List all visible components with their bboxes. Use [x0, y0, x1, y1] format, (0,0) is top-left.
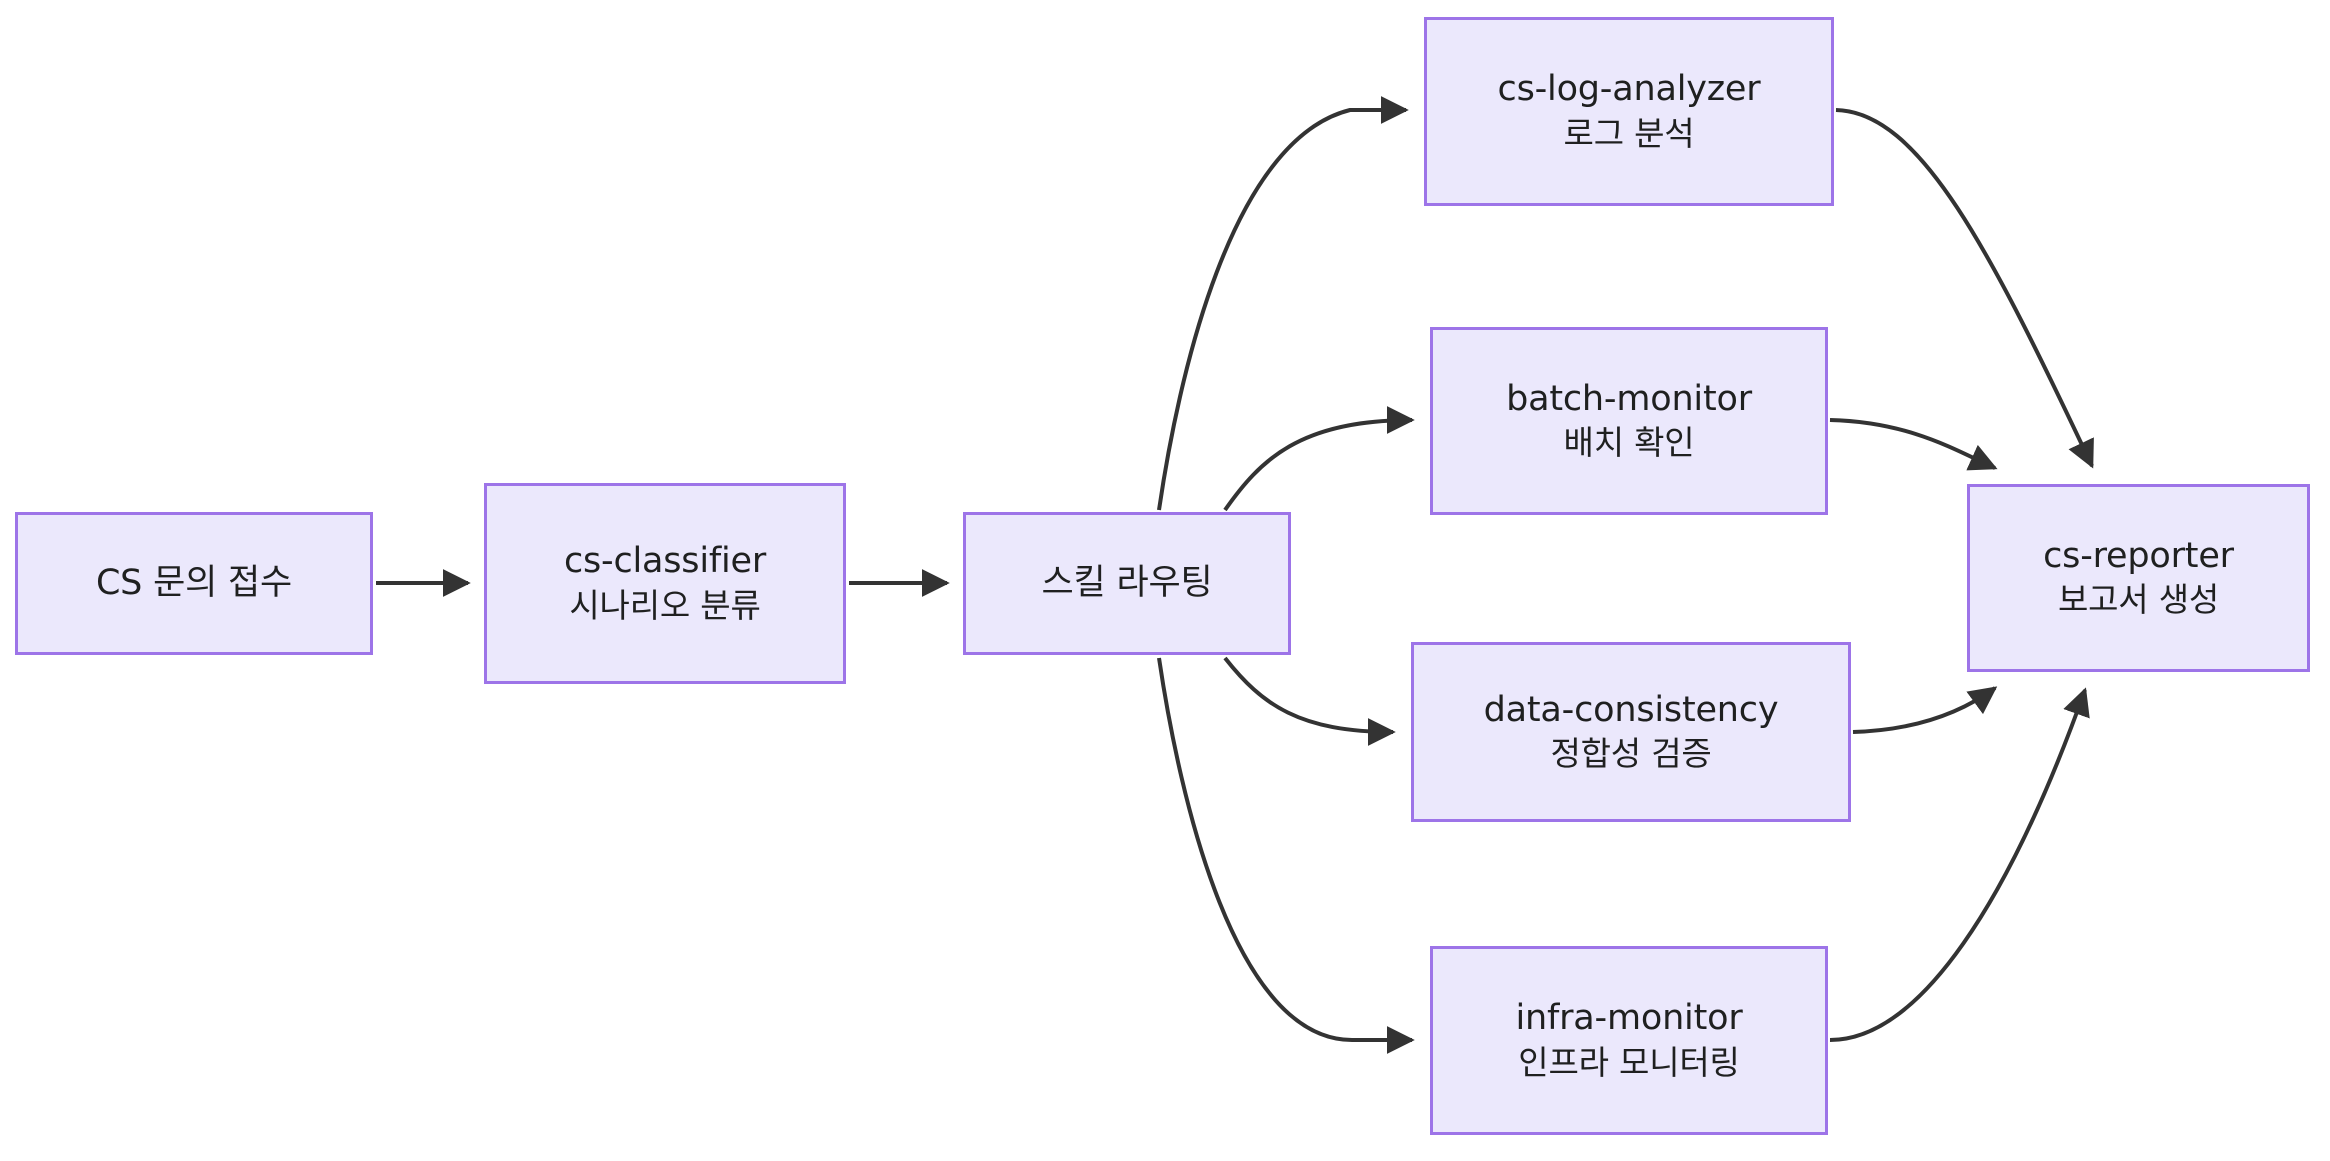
edge-router-to-log [1157, 96, 1409, 511]
node-infra-monitor[interactable]: infra-monitor 인프라 모니터링 [1430, 946, 1828, 1135]
node-cs-reporter-subtitle: 보고서 생성 [2057, 580, 2220, 620]
edge-infra-to-reporter [1829, 687, 2090, 1042]
edge-router-to-batch [1223, 406, 1415, 512]
node-cs-reporter-title: cs-reporter [2043, 535, 2234, 576]
node-cs-classifier-title: cs-classifier [563, 541, 767, 582]
edge-log-to-reporter [1835, 108, 2094, 469]
edge-data-to-reporter [1852, 686, 1998, 734]
node-cs-log-analyzer[interactable]: cs-log-analyzer 로그 분석 [1424, 17, 1834, 206]
node-batch-monitor-subtitle: 배치 확인 [1563, 423, 1695, 463]
edge-router-to-infra [1157, 657, 1415, 1054]
node-data-consistency[interactable]: data-consistency 정합성 검증 [1411, 642, 1851, 822]
node-cs-classifier-subtitle: 시나리오 분류 [569, 585, 761, 625]
node-cs-log-analyzer-subtitle: 로그 분석 [1563, 113, 1695, 153]
node-batch-monitor[interactable]: batch-monitor 배치 확인 [1430, 327, 1828, 515]
node-infra-monitor-title: infra-monitor [1515, 998, 1743, 1039]
node-data-consistency-subtitle: 정합성 검증 [1550, 734, 1712, 774]
edge-router-to-data [1223, 656, 1396, 746]
node-cs-classifier[interactable]: cs-classifier 시나리오 분류 [484, 483, 846, 684]
node-cs-log-analyzer-title: cs-log-analyzer [1497, 69, 1761, 110]
node-data-consistency-title: data-consistency [1483, 689, 1779, 730]
edge-batch-to-reporter [1829, 418, 1998, 471]
node-skill-routing[interactable]: 스킬 라우팅 [963, 512, 1291, 655]
node-intake-title: CS 문의 접수 [95, 562, 293, 603]
node-batch-monitor-title: batch-monitor [1506, 378, 1752, 419]
node-skill-routing-title: 스킬 라우팅 [1041, 562, 1213, 603]
node-intake[interactable]: CS 문의 접수 [15, 512, 373, 655]
node-cs-reporter[interactable]: cs-reporter 보고서 생성 [1967, 484, 2310, 672]
node-infra-monitor-subtitle: 인프라 모니터링 [1518, 1042, 1740, 1082]
